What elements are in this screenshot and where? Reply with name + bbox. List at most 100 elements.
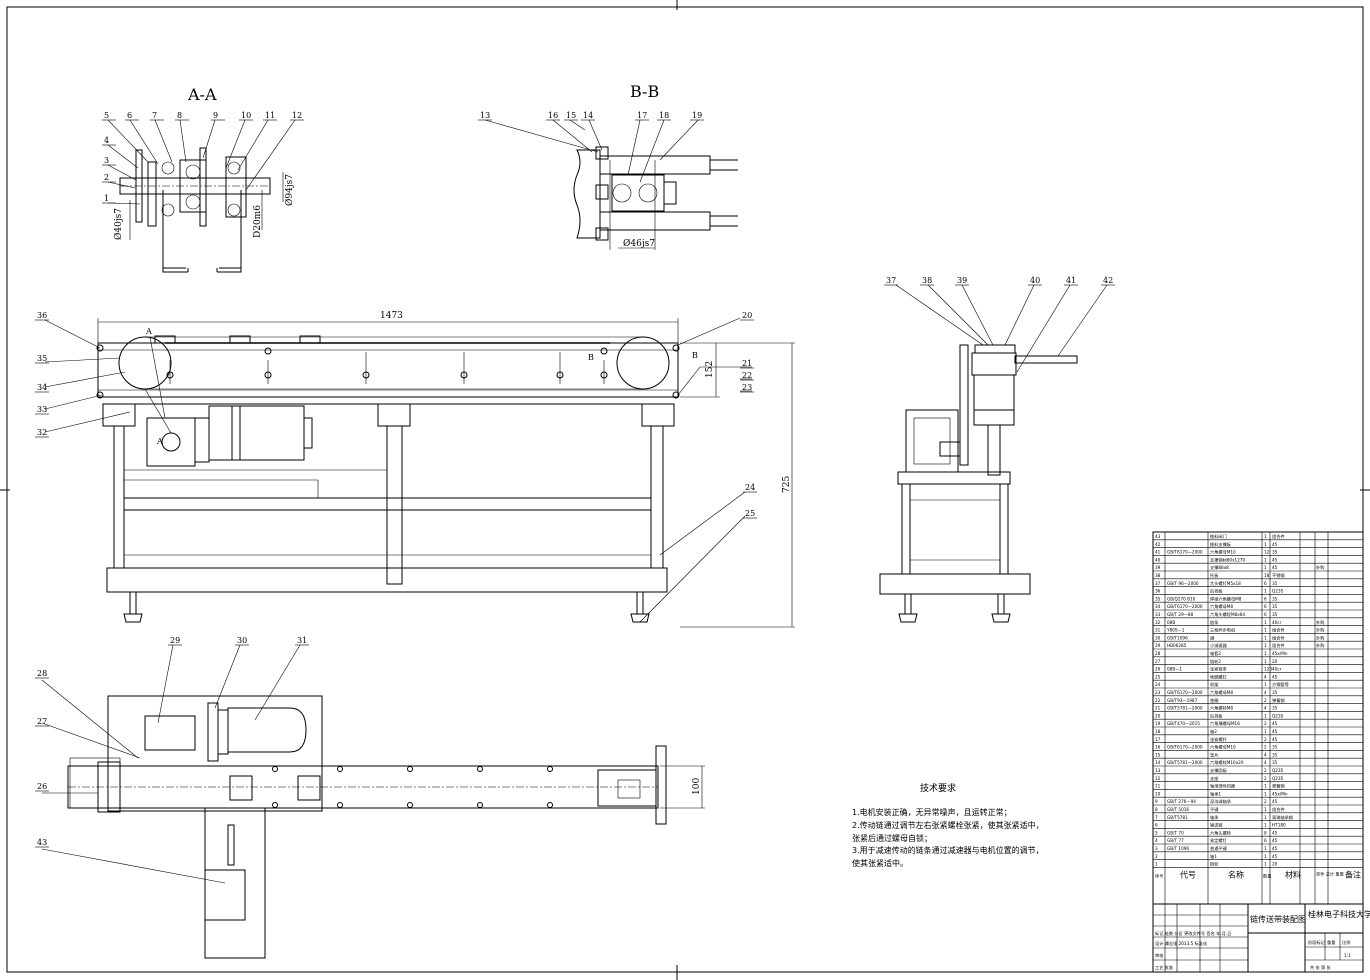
bom-cell: 123 bbox=[1264, 667, 1272, 672]
bom-cell: GB/T 1096 bbox=[1167, 846, 1189, 851]
balloon-plan: 29 bbox=[170, 636, 180, 645]
tb-row-2: 设计 谭志强 2013.5 标准化 bbox=[1155, 940, 1208, 947]
bom-cell: 12 bbox=[1155, 776, 1161, 781]
bom-cell: 外购 bbox=[1316, 619, 1324, 626]
bom-cell: GB/T5781—2000 bbox=[1167, 706, 1203, 711]
bom-cell: 18 bbox=[1264, 573, 1270, 578]
balloon-plan: 31 bbox=[297, 636, 307, 645]
balloon-side: 42 bbox=[1103, 276, 1113, 285]
bom-cell: 轴承1 bbox=[1210, 790, 1221, 797]
bom-cell: 27 bbox=[1155, 659, 1161, 664]
dim-aa-d3: Ø94js7 bbox=[284, 174, 295, 206]
tech-title: 技术要求 bbox=[920, 782, 956, 794]
bom-cell: 推料阀门 bbox=[1210, 533, 1227, 540]
bom-cell: 45x/Mn bbox=[1272, 651, 1288, 656]
bom-cell: 六角螺母M10 bbox=[1210, 744, 1236, 751]
section-bb-view: B-B Ø46js7 bbox=[484, 82, 738, 250]
bom-cell: 不锈钢 bbox=[1272, 572, 1285, 579]
tb-row-1: 标记 处数 分区 更改文件号 签名 年.月.日 bbox=[1155, 930, 1231, 937]
bom-cell: 18 bbox=[1155, 729, 1161, 734]
bom-cell: 30 bbox=[1155, 635, 1161, 640]
bom-cell: 轴1 bbox=[1210, 853, 1217, 860]
bom-cell: 3 bbox=[1155, 846, 1158, 851]
bom-cell: 28 bbox=[1155, 651, 1161, 656]
bom-cell: 三相异步电机 bbox=[1210, 627, 1236, 634]
bom-cell: 24 bbox=[1155, 682, 1161, 687]
bom-cell: 45 bbox=[1272, 542, 1278, 547]
balloon-main: 33 bbox=[37, 405, 47, 414]
bom-cell: 45 bbox=[1272, 674, 1278, 679]
bom-cell: 31 bbox=[1155, 628, 1161, 633]
bom-cell: 45 bbox=[1272, 838, 1278, 843]
bom-cell: 推料支撑板 bbox=[1210, 541, 1232, 548]
bom-cell: 42 bbox=[1155, 542, 1161, 547]
balloon-main: 22 bbox=[742, 371, 752, 380]
bom-cell: 45x/Mn bbox=[1272, 791, 1288, 796]
balloon-side: 39 bbox=[957, 276, 967, 285]
bom-cell: 45 bbox=[1272, 854, 1278, 859]
bom-cell: 45 bbox=[1272, 846, 1278, 851]
balloon-bb: 18 bbox=[659, 111, 669, 120]
side-view bbox=[879, 284, 1108, 623]
dim-aa-d1: Ø40js7 bbox=[113, 208, 124, 240]
balloon-main: 21 bbox=[742, 359, 752, 368]
bom-cell: 焊接六角螺母M8 bbox=[1210, 595, 1242, 602]
bom-cell: 45 bbox=[1272, 557, 1278, 562]
balloon-aa: 7 bbox=[152, 111, 157, 120]
bom-cell: 1 bbox=[1264, 862, 1267, 867]
bom-cell: 45 bbox=[1272, 729, 1278, 734]
weight-label: 重量 bbox=[1327, 939, 1335, 946]
bom-cell: 4 bbox=[1264, 760, 1267, 765]
balloon-main: 32 bbox=[37, 428, 47, 437]
technical-requirements: 技术要求 1.电机安装正确，无异常噪声，且运转正常； 2.传动链通过调节左右张紧… bbox=[852, 782, 1044, 868]
balloon-side: 37 bbox=[886, 276, 896, 285]
bom-cell: 六角薄螺母M16 bbox=[1210, 720, 1240, 727]
bom-cell: 1 bbox=[1264, 542, 1267, 547]
balloon-aa: 11 bbox=[265, 111, 275, 120]
bom-cell: 35 bbox=[1272, 604, 1278, 609]
balloon-main: 23 bbox=[742, 383, 752, 392]
bom-cell: 六角螺母M10 bbox=[1210, 549, 1236, 556]
bom-cell: 6 bbox=[1264, 581, 1267, 586]
bom-header-name: 名称 bbox=[1228, 869, 1244, 879]
bom-cell: 1 bbox=[1264, 682, 1267, 687]
balloon-main: 35 bbox=[37, 354, 47, 363]
marker-b-left: B bbox=[588, 353, 594, 362]
bom-cell: 弹簧钢 bbox=[1272, 697, 1285, 704]
bom-cell: GB/T 70 bbox=[1167, 830, 1184, 835]
bom-cell: 轴承 bbox=[1210, 814, 1219, 821]
bom-cell: 40cr bbox=[1272, 620, 1282, 625]
bom-header-qty: 数量 bbox=[1263, 872, 1271, 879]
balloon-side: 41 bbox=[1066, 276, 1076, 285]
balloon-aa: 3 bbox=[104, 156, 109, 165]
bom-cell: 32 bbox=[1155, 620, 1161, 625]
stage-mark: 阶段标记 bbox=[1308, 939, 1326, 946]
bom-cell: 1 bbox=[1264, 823, 1267, 828]
bom-cell: 4 bbox=[1264, 690, 1267, 695]
bom-cell: 链条 bbox=[1210, 619, 1219, 626]
bom-cell: 25 bbox=[1155, 674, 1161, 679]
bom-cell: GB/T 96—2000 bbox=[1167, 581, 1199, 586]
bom-cell: 1 bbox=[1264, 791, 1267, 796]
balloon-side: 40 bbox=[1030, 276, 1040, 285]
bom-cell: 2 bbox=[1155, 854, 1158, 859]
bom-cell: 41 bbox=[1155, 550, 1161, 555]
bom-cell: 1 bbox=[1264, 807, 1267, 812]
bom-cell: 1 bbox=[1264, 651, 1267, 656]
bom-cell: 轴2 bbox=[1210, 728, 1217, 735]
balloon-bb: 14 bbox=[583, 111, 593, 120]
bom-cell: 1 bbox=[1264, 713, 1267, 718]
dim-aa-d2: D20m6 bbox=[253, 205, 263, 238]
school-name: 桂林电子科技大学 bbox=[1308, 909, 1370, 919]
bom-cell: 1 bbox=[1264, 659, 1267, 664]
balloon-main: 20 bbox=[742, 311, 752, 320]
bom-cell: 外购 bbox=[1316, 642, 1324, 649]
balloon-aa: 10 bbox=[241, 111, 251, 120]
bom-cell: 六角螺母M8 bbox=[1210, 603, 1233, 610]
bom-cell: 垫圈 bbox=[1210, 697, 1218, 704]
bom-cell: 6 bbox=[1155, 823, 1158, 828]
bom-cell: 23 bbox=[1155, 690, 1161, 695]
scale-label: 比例 bbox=[1342, 939, 1350, 946]
